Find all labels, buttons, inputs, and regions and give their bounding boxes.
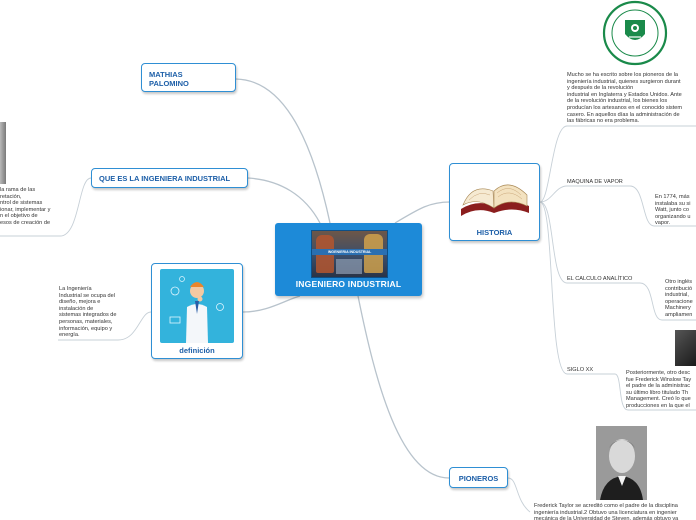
siglo-xx-text: Posteriormente, otro desc fue Frederick …	[626, 370, 692, 409]
node-que-es[interactable]: QUE ES LA INGENIERA INDUSTRIAL	[91, 168, 248, 188]
chart-icon	[169, 316, 181, 324]
maquina-vapor-label: MAQUINA DE VAPOR	[567, 179, 623, 185]
question-icon	[179, 276, 185, 282]
thinking-person-head	[190, 284, 204, 298]
pioneros-text: Frederick Taylor se acreditó como el pad…	[534, 503, 679, 520]
calculo-analitico-label: EL CALCULO ANALÍTICO	[567, 276, 633, 282]
idea-bulb-icon	[170, 286, 180, 296]
left-partial-image	[0, 122, 6, 184]
thinking-person-body	[186, 304, 208, 343]
historia-text: Mucho se ha escrito sobre los pioneros d…	[567, 72, 683, 125]
que-es-text: la rama de las retación, ntrol de sistem…	[0, 187, 51, 226]
banner-label: INGENIERIA INDUSTRIAL	[312, 249, 387, 255]
central-banner-image: INGENIERIA INDUSTRIAL	[311, 230, 388, 278]
que-es-label: QUE ES LA INGENIERA INDUSTRIAL	[99, 174, 231, 183]
machine-shape	[336, 259, 362, 274]
node-mathias-palomino[interactable]: MATHIAS PALOMINO	[141, 63, 236, 92]
node-pioneros[interactable]: PIONEROS	[449, 467, 508, 488]
definicion-text: La Ingeniería Industrial se ocupa del di…	[59, 286, 117, 339]
definicion-image	[160, 269, 234, 343]
node-definicion[interactable]: definición	[151, 263, 243, 359]
pioneros-label: PIONEROS	[458, 474, 499, 483]
university-seal-logo	[601, 0, 669, 66]
check-icon	[216, 303, 224, 311]
calculo-analitico-text: Otro inglés contribució industrial, oper…	[665, 279, 693, 318]
node-historia[interactable]: HISTORIA	[449, 163, 540, 241]
open-book-icon	[457, 173, 533, 221]
central-title: INGENIERO INDUSTRIAL	[295, 279, 402, 289]
definicion-label: definición	[179, 346, 215, 355]
siglo-xx-label: SIGLO XX	[567, 367, 594, 373]
taylor-portrait	[596, 426, 647, 500]
mathias-label: MATHIAS PALOMINO	[149, 70, 189, 88]
central-topic[interactable]: INGENIERIA INDUSTRIAL INGENIERO INDUSTRI…	[275, 223, 422, 296]
siglo-xx-photo	[675, 330, 696, 366]
historia-label: HISTORIA	[476, 228, 513, 237]
maquina-vapor-text: En 1774, más instalaba su si Watt, junto…	[655, 194, 691, 227]
